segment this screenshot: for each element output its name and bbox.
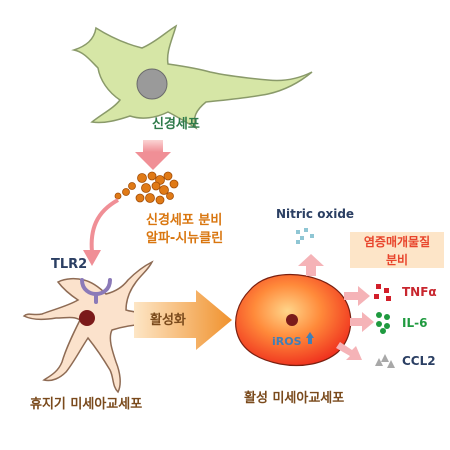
tlr2-label: TLR2 [51,257,88,272]
activation-arrow [134,290,232,350]
secretion-label-line2: 알파-시뉴클린 [146,231,224,246]
inflammatory-mediator-box: 염증매개물질 분비 [350,232,444,268]
active-microglia-label: 활성 미세아교세포 [244,391,345,406]
secretion-arrow [135,140,171,170]
active-microglia-cell [235,273,352,367]
secretion-label-line1: 신경세포 분비 [146,213,223,228]
resting-nucleus [79,310,95,326]
tlr2-receptor [80,278,112,304]
resting-microglia-cell [22,260,178,394]
resting-microglia-label: 휴지기 미세아교세포 [30,397,143,412]
iros-up-arrow-icon [306,332,314,344]
ccl2-dots [375,354,395,368]
tnf-alpha-label: TNFα [402,285,437,299]
neuron-label: 신경세포 [152,117,200,132]
active-nucleus [286,314,298,326]
ccl2-label: CCL2 [402,354,436,368]
inflammatory-mediator-label-line1: 염증매개물질 [363,235,431,249]
inflammatory-mediator-label-line2: 분비 [385,253,409,267]
iros-label: iROS [272,335,302,348]
binding-arrow [83,198,119,266]
tnf-alpha-dots [374,284,391,301]
nitric-oxide-label: Nitric oxide [276,207,355,221]
neuron-nucleus [136,68,168,100]
alpha-synuclein-cluster [114,171,179,205]
il6-label: IL-6 [402,316,428,330]
il6-dots [376,312,390,334]
activation-label: 활성화 [150,313,186,328]
nitric-oxide-dots [296,228,314,244]
neuron-cell [71,24,313,130]
output-arrows [298,254,374,360]
